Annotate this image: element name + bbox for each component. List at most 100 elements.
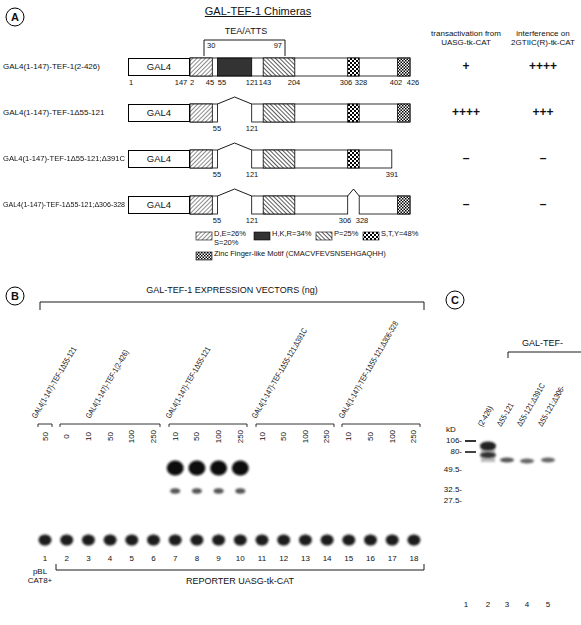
- construct-bar: [190, 104, 212, 122]
- panel-circle: [6, 287, 24, 305]
- cat-spot: [214, 488, 224, 494]
- cat-spot: [210, 461, 227, 476]
- residue-number: 55: [218, 79, 226, 88]
- panel-letter: C: [451, 294, 459, 307]
- construct-bar: [252, 104, 410, 122]
- panel-letter: B: [11, 290, 19, 303]
- lane-number: 1: [43, 554, 47, 563]
- amount-ng: 0: [62, 435, 71, 439]
- construct-bar: [263, 104, 295, 122]
- construct-name: GAL4(1-147)-TEF-1Δ55-121;Δ391C: [3, 154, 125, 163]
- deletion-caret: [348, 189, 360, 196]
- lane-number: 1: [464, 600, 468, 609]
- deletion-caret: [218, 189, 252, 196]
- deletion-caret: [218, 97, 252, 104]
- legend-text: H,K,R=34%: [272, 230, 311, 239]
- residue-number: 55: [213, 125, 221, 134]
- lane-number: 4: [525, 600, 529, 609]
- lane-number: 5: [130, 554, 134, 563]
- legend-swatch: [316, 232, 332, 240]
- activity-score: ++++: [452, 106, 480, 120]
- gel-band: [480, 452, 496, 458]
- panel-letter: A: [11, 11, 19, 24]
- lane-number: 10: [236, 554, 245, 563]
- size-marker: 49.5-: [444, 465, 462, 474]
- gel-bracket: [508, 352, 581, 358]
- residue-number: 328: [355, 79, 368, 88]
- construct-bar: [398, 196, 410, 214]
- residue-number: 45: [206, 79, 214, 88]
- figure-heading: GAL-TEF-1 Chimeras: [205, 5, 311, 18]
- amount-ng: 100: [214, 430, 223, 443]
- lane-number: 2: [486, 600, 490, 609]
- cat-spot: [407, 535, 420, 546]
- column-heading: transactivation from UASG-tk-CAT: [428, 29, 504, 47]
- residue-number: 97: [274, 42, 282, 51]
- cat-spot: [342, 535, 355, 546]
- cat-spot: [192, 488, 202, 494]
- legend-text: S,T,Y=48%: [381, 230, 418, 239]
- cat-spot: [170, 488, 180, 494]
- vector-name: GAL4(1-147)-TEF-1Δ55-121;Δ306-328: [337, 320, 400, 420]
- gal4-domain-box: GAL4: [128, 196, 190, 214]
- construct-bar: [190, 196, 218, 214]
- unit-label: kD: [446, 425, 456, 434]
- size-marker: 27.5-: [444, 496, 462, 505]
- amount-ng: 100: [388, 430, 397, 443]
- activity-score: +: [462, 60, 469, 74]
- lane-number: 6: [151, 554, 155, 563]
- amount-ng: 100: [127, 430, 136, 443]
- construct-bar: [348, 104, 360, 122]
- construct-bar: [190, 58, 410, 76]
- lane-number: 18: [409, 554, 418, 563]
- amount-ng: 250: [236, 430, 245, 443]
- activity-score: –: [540, 198, 547, 212]
- cat-spot: [232, 461, 249, 476]
- residue-number: 147: [175, 79, 188, 88]
- domain-bracket: [204, 40, 285, 56]
- construct-bar: [263, 58, 295, 76]
- vector-name: GAL4(1-147)-TEF-1Δ55-121: [164, 345, 213, 420]
- amount-ng: 10: [257, 433, 266, 442]
- construct-bar: [263, 196, 295, 214]
- legend-text: P=25%: [334, 230, 358, 239]
- gel-band: [465, 440, 555, 464]
- gel-band: [480, 442, 496, 451]
- construct-bar: [398, 58, 410, 76]
- cat-spot: [277, 535, 290, 546]
- gal4-domain-box: GAL4: [128, 104, 190, 122]
- cat-spot: [364, 535, 377, 546]
- lane-number: 3: [86, 554, 90, 563]
- reporter-label: REPORTER UASG-tk-CAT: [186, 576, 294, 586]
- gel-band: [520, 459, 534, 464]
- amount-ng: 250: [409, 430, 418, 443]
- activity-score: ++++: [529, 60, 557, 74]
- lane-number: 4: [108, 554, 112, 563]
- construct-bar: [348, 150, 360, 168]
- cat-spot: [321, 535, 334, 546]
- legend-swatch: [196, 252, 212, 260]
- vector-bracket: [40, 302, 424, 310]
- construct-bar: [252, 150, 392, 168]
- amount-ng: 10: [344, 433, 353, 442]
- legend-swatch: [363, 232, 379, 240]
- size-marker: 80-: [450, 447, 462, 456]
- lane-group-line: [169, 424, 247, 427]
- domain-name: GAL4: [147, 62, 171, 72]
- amount-ng: 10: [171, 433, 180, 442]
- activity-score: –: [540, 152, 547, 166]
- residue-number: 2: [190, 79, 194, 88]
- cat-spot: [125, 535, 138, 546]
- residue-number: 55: [213, 171, 221, 180]
- lane-number: 7: [173, 554, 177, 563]
- reporter-bracket: [56, 564, 424, 570]
- size-marker: 32.5-: [444, 485, 462, 494]
- cat-spot: [82, 535, 95, 546]
- cat-spot: [39, 461, 421, 546]
- lane-number: 17: [388, 554, 397, 563]
- activity-score: +++: [532, 106, 553, 120]
- vector-name: GAL4(1-147)-TEF-1Δ55-121;Δ391C: [250, 327, 309, 420]
- construct-bar: [252, 196, 348, 214]
